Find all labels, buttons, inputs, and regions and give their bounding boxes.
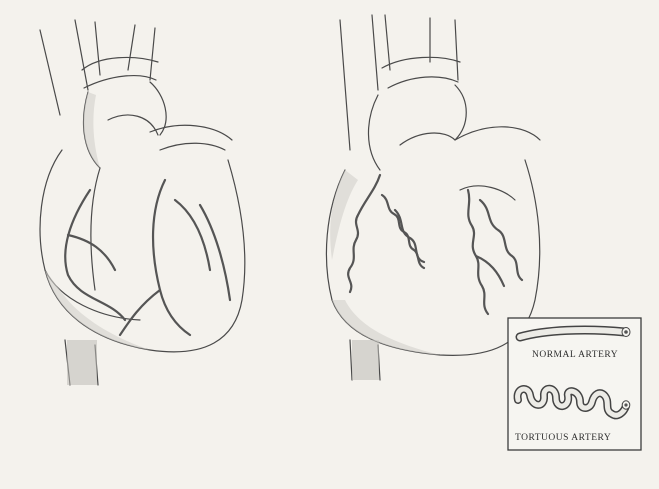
tortuous-artery-label: TORTUOUS ARTERY <box>515 433 611 443</box>
normal-heart-drawing <box>40 20 245 385</box>
normal-artery-label: NORMAL ARTERY <box>532 350 618 360</box>
artery-comparison-inset <box>508 318 641 450</box>
